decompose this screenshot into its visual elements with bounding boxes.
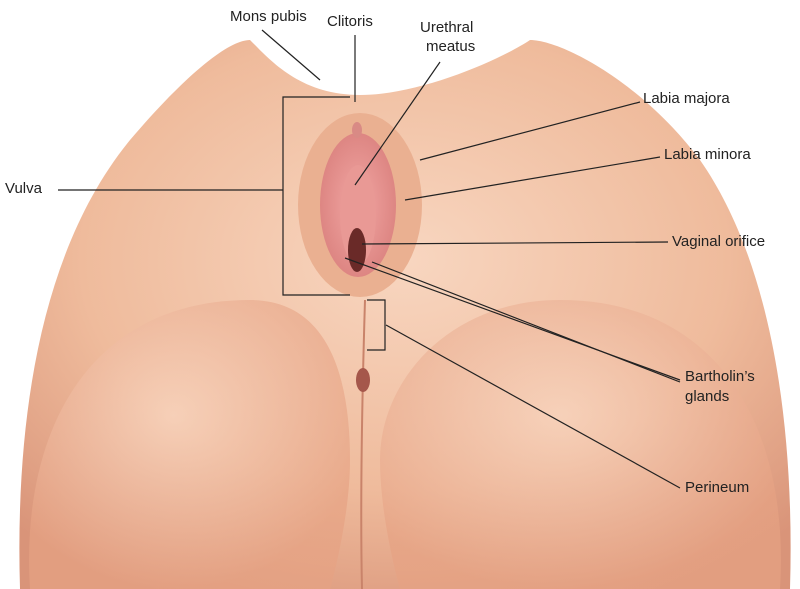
leader-lines xyxy=(58,29,681,489)
label-urethral-meatus-line2: meatus xyxy=(426,38,476,55)
anus xyxy=(356,368,370,392)
label-bartholins-glands-line2: glands xyxy=(685,388,730,405)
label-labia-minora: Labia minora xyxy=(664,146,751,163)
label-mons-pubis: Mons pubis xyxy=(230,8,307,25)
label-perineum: Perineum xyxy=(685,479,750,496)
left-buttock xyxy=(29,300,350,589)
label-bartholins-glands-line1: Bartholin’s xyxy=(685,368,755,385)
label-labia-majora: Labia majora xyxy=(643,90,730,107)
gluteal-cleft xyxy=(360,299,366,589)
right-buttock xyxy=(380,300,781,589)
label-vulva: Vulva xyxy=(5,180,42,197)
label-clitoris: Clitoris xyxy=(327,13,373,30)
label-vaginal-orifice: Vaginal orifice xyxy=(672,233,766,250)
vaginal-opening xyxy=(348,228,366,272)
clitoris-shape xyxy=(352,122,362,138)
label-urethral-meatus-line1: Urethral xyxy=(420,19,474,36)
